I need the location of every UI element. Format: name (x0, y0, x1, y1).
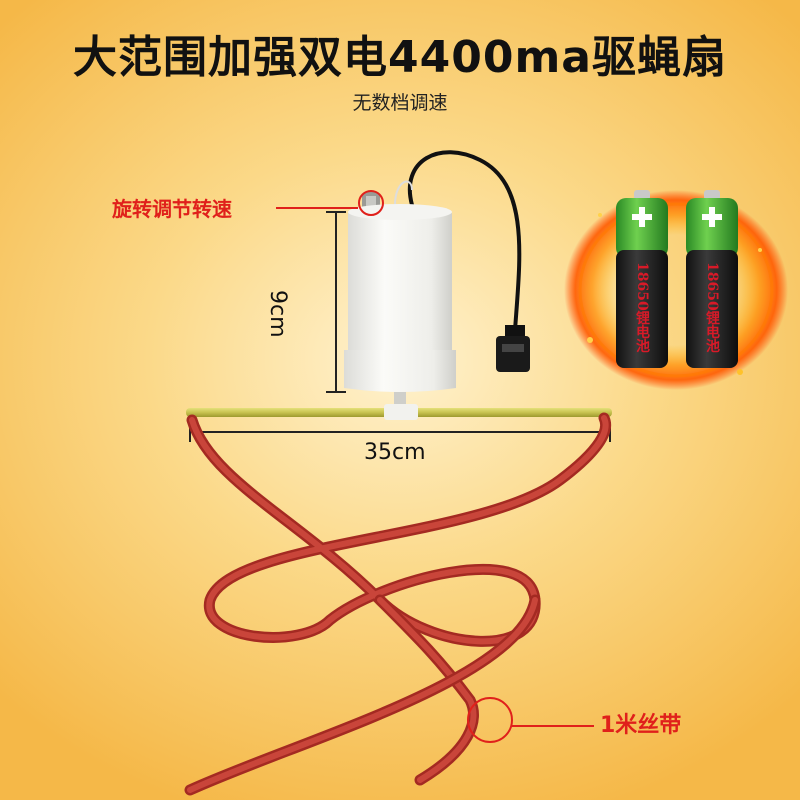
width-dimension (189, 422, 611, 442)
fan-motor-housing (344, 192, 456, 406)
red-ribbon (184, 412, 612, 796)
ribbon-label: 1米丝带 (600, 713, 682, 738)
speed-knob-callout-circle (358, 190, 384, 216)
battery-left-label: 18650锂电池 (634, 262, 650, 353)
usb-cable (394, 150, 530, 372)
battery-left (616, 190, 668, 368)
page-subtitle: 无数档调速 (352, 92, 448, 114)
battery-right (686, 190, 738, 368)
speed-knob-label: 旋转调节转速 (112, 197, 232, 221)
fan-rod (186, 404, 612, 420)
flame-ring (564, 190, 788, 390)
width-label: 35cm (364, 440, 426, 465)
page-title: 大范围加强双电4400ma驱蝇扇 (73, 32, 727, 83)
ribbon-callout-circle (467, 697, 513, 743)
battery-right-label: 18650锂电池 (704, 262, 720, 353)
height-label: 9cm (265, 290, 290, 338)
height-dimension (326, 211, 346, 393)
